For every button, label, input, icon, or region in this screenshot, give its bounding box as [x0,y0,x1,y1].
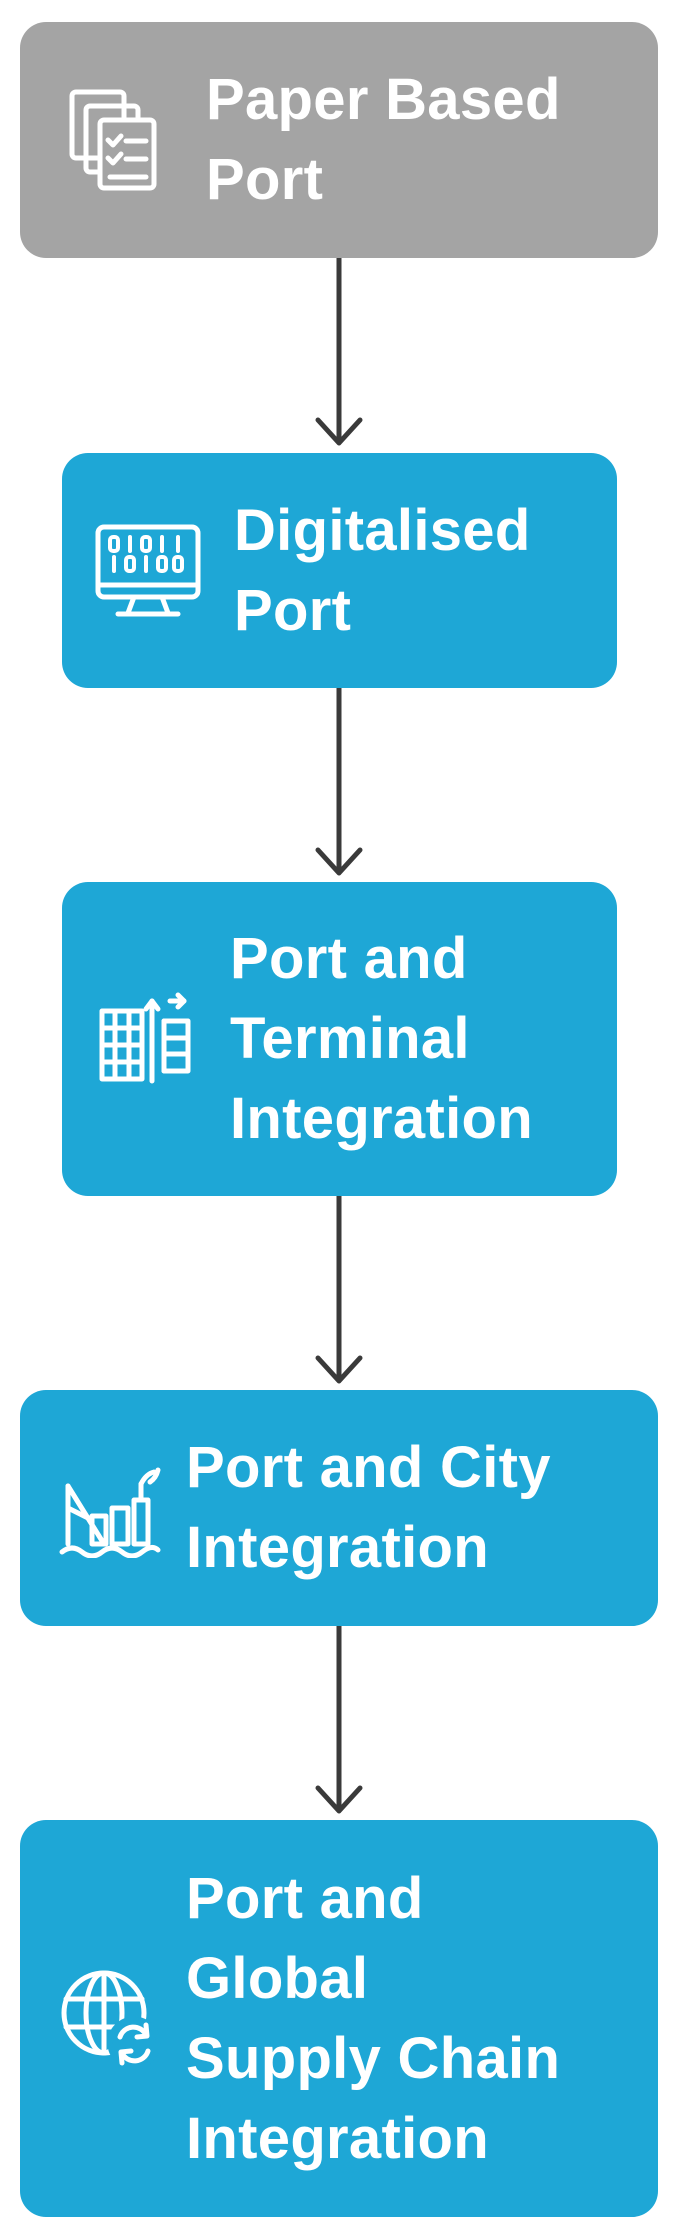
stage-label: Port and Global Supply Chain Integration [186,1865,561,2171]
stage-port-terminal-integration: Port and Terminal Integration [62,882,617,1196]
stage-label: Port and Terminal Integration [230,926,533,1151]
arrow-1-to-2 [315,255,363,446]
global-supply-chain-icon [58,1967,162,2071]
stage-port-global-supply-chain-integration: Port and Global Supply Chain Integration [20,1820,658,2217]
arrow-3-to-4 [315,1193,363,1384]
stage-label: Paper Based Port [206,67,561,212]
terminal-integration-icon [94,991,198,1087]
stage-label: Port and City Integration [186,1435,551,1580]
arrow-2-to-3 [315,685,363,876]
binary-monitor-icon [92,523,204,619]
stage-port-city-integration: Port and City Integration [20,1390,658,1626]
stage-label: Digitalised Port [234,497,531,643]
arrow-4-to-5 [315,1623,363,1814]
stage-digitalised-port: Digitalised Port [62,453,617,688]
stage-paper-based-port: Paper Based Port [20,22,658,258]
port-city-icon [58,1458,162,1558]
documents-checklist-icon [62,88,166,192]
